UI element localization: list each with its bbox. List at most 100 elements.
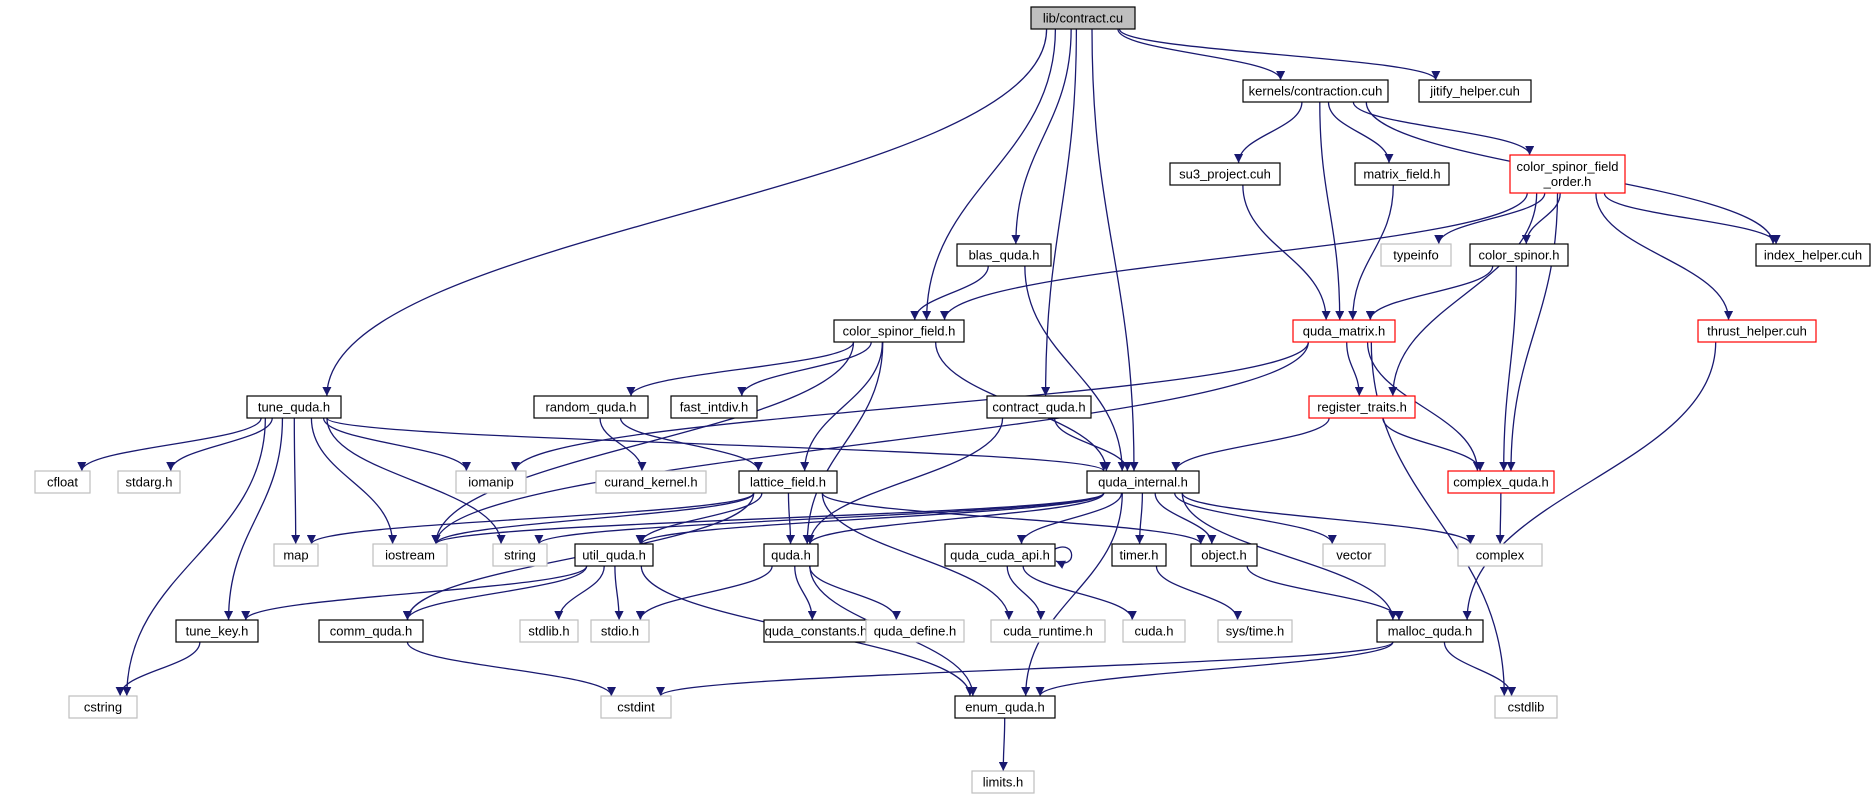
node-cs-box	[1469, 243, 1569, 267]
node-fi[interactable]: fast_intdiv.h	[670, 395, 758, 419]
node-stdarg: stdarg.h	[117, 470, 181, 494]
edge-mq-to-cstdint	[656, 641, 1394, 697]
node-mf-box	[1354, 162, 1450, 186]
node-cudah: cuda.h	[1122, 619, 1186, 643]
node-cstdint: cstdint	[600, 695, 672, 719]
node-iomanip-box	[455, 470, 527, 494]
edge-qca-to-cr	[1006, 565, 1046, 621]
node-cq-box	[986, 395, 1092, 419]
edge-qca-to-qca	[1054, 546, 1073, 569]
node-su3-box	[1169, 162, 1281, 186]
node-rt[interactable]: register_traits.h	[1308, 395, 1416, 419]
node-timer-label: timer.h	[1119, 548, 1158, 563]
node-lf[interactable]: lattice_field.h	[738, 470, 838, 494]
node-limits: limits.h	[971, 770, 1035, 794]
node-qd-label: quda_define.h	[874, 624, 956, 639]
node-cr-box	[990, 619, 1106, 643]
node-blas[interactable]: blas_quda.h	[956, 243, 1052, 267]
node-cfloat-box	[34, 470, 91, 494]
node-jit[interactable]: jitify_helper.cuh	[1418, 79, 1532, 103]
node-string-label: string	[504, 548, 536, 563]
node-rq[interactable]: random_quda.h	[533, 395, 649, 419]
node-qc-label: quda_constants.h	[765, 624, 868, 639]
node-qi-label: quda_internal.h	[1098, 475, 1188, 490]
node-iomanip-label: iomanip	[468, 475, 514, 490]
node-qc[interactable]: quda_constants.h	[763, 619, 869, 643]
edge-quda-to-qc	[794, 565, 817, 621]
node-tk-box	[175, 619, 259, 643]
edge-th-to-mq	[1462, 341, 1717, 621]
edge-kc-to-qm	[1319, 101, 1345, 321]
node-timer[interactable]: timer.h	[1111, 543, 1167, 567]
node-mf[interactable]: matrix_field.h	[1354, 162, 1450, 186]
node-obj[interactable]: object.h	[1190, 543, 1258, 567]
dependency-edges	[77, 28, 1781, 772]
node-systime-label: sys/time.h	[1226, 624, 1285, 639]
edge-su3-to-qm	[1242, 184, 1331, 321]
node-cstdlib-box	[1494, 695, 1558, 719]
node-csfo[interactable]: color_spinor_field_order.h	[1509, 154, 1626, 194]
node-eq-box	[954, 695, 1056, 719]
node-mq[interactable]: malloc_quda.h	[1376, 619, 1484, 643]
edge-eq-to-limits	[998, 717, 1008, 772]
node-comm[interactable]: comm_quda.h	[318, 619, 424, 643]
edge-kc-to-su3	[1234, 101, 1303, 164]
node-cudah-box	[1122, 619, 1186, 643]
node-qca[interactable]: quda_cuda_api.h	[944, 543, 1056, 567]
node-rq-box	[533, 395, 649, 419]
edge-qm-to-iostream	[431, 341, 1309, 545]
node-tk[interactable]: tune_key.h	[175, 619, 259, 643]
node-cstdlib: cstdlib	[1494, 695, 1558, 719]
node-obj-box	[1190, 543, 1258, 567]
node-tune[interactable]: tune_quda.h	[246, 395, 342, 419]
node-su3-label: su3_project.cuh	[1179, 167, 1271, 182]
edge-qi-to-obj	[1154, 492, 1217, 545]
edge-mq-to-eq	[1035, 641, 1394, 697]
node-systime-box	[1217, 619, 1293, 643]
node-kc[interactable]: kernels/contraction.cuh	[1242, 79, 1389, 103]
node-string: string	[492, 543, 548, 567]
edge-root-to-csf	[922, 28, 1057, 321]
node-cfloat-label: cfloat	[47, 475, 78, 490]
node-map-box	[273, 543, 319, 567]
node-stdarg-label: stdarg.h	[126, 475, 173, 490]
node-cxq[interactable]: complex_quda.h	[1447, 470, 1555, 494]
node-qm[interactable]: quda_matrix.h	[1292, 319, 1396, 343]
node-cstring: cstring	[68, 695, 138, 719]
edge-tune-to-iostream	[310, 417, 398, 545]
node-ih[interactable]: index_helper.cuh	[1755, 243, 1871, 267]
node-complex: complex	[1457, 543, 1543, 567]
node-jit-label: jitify_helper.cuh	[1429, 84, 1520, 99]
edge-kc-to-csfo	[1352, 101, 1535, 156]
node-kc-label: kernels/contraction.cuh	[1249, 84, 1383, 99]
node-cstdint-box	[600, 695, 672, 719]
node-th[interactable]: thrust_helper.cuh	[1697, 319, 1817, 343]
node-comm-box	[318, 619, 424, 643]
node-qi-box	[1086, 470, 1200, 494]
node-cq[interactable]: contract_quda.h	[986, 395, 1092, 419]
node-uq-box	[574, 543, 654, 567]
node-su3[interactable]: su3_project.cuh	[1169, 162, 1281, 186]
node-stdio-label: stdio.h	[601, 624, 639, 639]
edge-rq-to-lf	[619, 417, 763, 472]
node-csf[interactable]: color_spinor_field.h	[833, 319, 965, 343]
edge-quda-to-stdio	[635, 565, 773, 621]
edge-root-to-qi	[1091, 28, 1139, 472]
node-qi[interactable]: quda_internal.h	[1086, 470, 1200, 494]
node-quda[interactable]: quda.h	[763, 543, 819, 567]
edge-qm-to-rt	[1346, 341, 1364, 397]
node-eq[interactable]: enum_quda.h	[954, 695, 1056, 719]
edge-tune-to-cstring	[122, 417, 266, 697]
node-uq[interactable]: util_quda.h	[574, 543, 654, 567]
node-root[interactable]: lib/contract.cu	[1030, 6, 1136, 30]
node-comm-label: comm_quda.h	[330, 624, 412, 639]
edge-qi-to-mq	[1181, 492, 1398, 621]
node-csf-label: color_spinor_field.h	[843, 324, 956, 339]
edge-comm-to-cstdint	[406, 641, 616, 697]
edge-qi-to-qca	[1016, 492, 1123, 545]
node-vector-label: vector	[1336, 548, 1372, 563]
node-iostream-box	[372, 543, 448, 567]
node-cs[interactable]: color_spinor.h	[1469, 243, 1569, 267]
node-tune-label: tune_quda.h	[258, 400, 330, 415]
